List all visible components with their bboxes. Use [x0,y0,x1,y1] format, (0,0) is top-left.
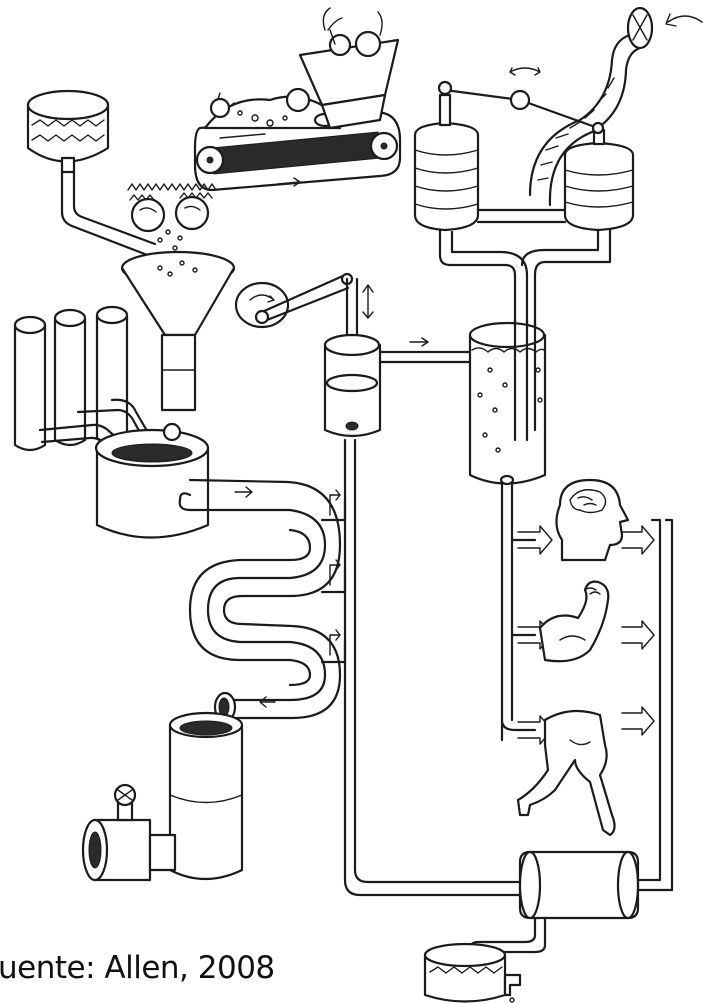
pump-cylinder [325,279,380,436]
pump-arrow [410,338,428,346]
output-arrows [622,526,654,735]
pump-to-tank-pipe [380,352,470,362]
drain-faucet [83,785,175,880]
crank-wheel [236,274,352,327]
water-bowl [28,91,108,172]
bellows-left [415,95,478,230]
bellows-right [565,130,633,230]
grinder-wheels [128,184,216,250]
food-hopper [300,8,398,128]
filter-cylinder [520,852,638,918]
bellows-connector [478,210,565,222]
source-caption: uente: Allen, 2008 [0,950,275,986]
water-pipe [62,172,155,256]
bellows-lever [439,68,603,133]
main-return-pipe [345,440,520,895]
collection-basin [425,944,520,1002]
mixing-bucket [96,424,208,538]
oxygen-tank [470,320,545,484]
air-pipes-down [440,230,610,450]
air-intake [530,8,702,205]
waste-bin [170,713,242,879]
running-legs [518,711,615,835]
cylinder-tubes [40,400,150,458]
conveyor-belt [195,103,400,190]
storage-cylinders [15,307,127,450]
flexing-arm [540,582,608,662]
return-collector-pipe [635,520,672,890]
funnel [122,252,234,410]
human-head [556,480,628,560]
distribution-pipe [502,482,535,740]
absorption-arrows [330,490,340,655]
